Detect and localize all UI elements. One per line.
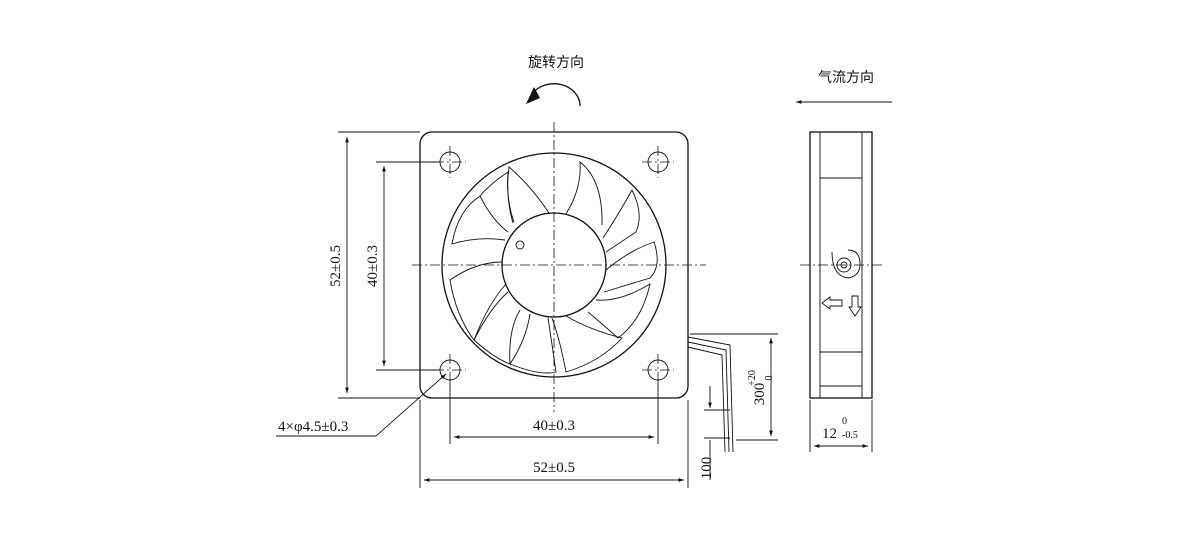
fan-blade (551, 315, 623, 373)
front-view: 旋转方向 52±0.5 40±0.3 40±0.3 52±0.5 4×φ4.5±… (276, 55, 706, 488)
overall-height-label: 52±0.5 (328, 245, 344, 287)
side-view: 气流方向 12 0 -0.5 (796, 70, 892, 452)
lead-tol-lower: 0 (764, 376, 775, 381)
fan-blade (603, 241, 658, 293)
thickness-tol-upper: 0 (842, 416, 847, 427)
rotation-arrowhead (526, 87, 540, 104)
hole-spacing-vertical-label: 40±0.3 (365, 245, 381, 287)
rotation-arrow-icon (531, 83, 581, 107)
airflow-direction-label: 气流方向 (818, 70, 874, 86)
fan-blades (449, 161, 658, 374)
strip-length-label: 100 (699, 457, 715, 480)
hole-spacing-horizontal-label: 40±0.3 (533, 418, 575, 434)
fan-blade (602, 189, 640, 253)
lead-length-label: 300 (752, 383, 768, 406)
thickness-label: 12 (822, 426, 837, 442)
fan-blade (449, 261, 507, 341)
lead-tol-upper: +20 (747, 370, 758, 386)
rotation-direction-label: 旋转方向 (528, 55, 584, 71)
fan-blade (473, 291, 521, 365)
side-arrow-down-icon (848, 295, 862, 317)
fan-blade (565, 161, 603, 226)
mounting-holes-label: 4×φ4.5±0.3 (278, 419, 348, 435)
lead-wires: 300 +20 0 100 (687, 333, 778, 480)
fan-blade (479, 171, 515, 223)
mounting-hole-leader (375, 373, 447, 437)
fan-blade (587, 283, 651, 339)
fan-blade (509, 313, 557, 374)
side-arrow-left-icon (821, 296, 843, 310)
overall-width-label: 52±0.5 (533, 460, 575, 476)
fan-hub (501, 212, 607, 318)
fan-blade (451, 195, 509, 245)
thickness-tol-lower: -0.5 (842, 430, 858, 441)
hub-mark (515, 240, 525, 250)
